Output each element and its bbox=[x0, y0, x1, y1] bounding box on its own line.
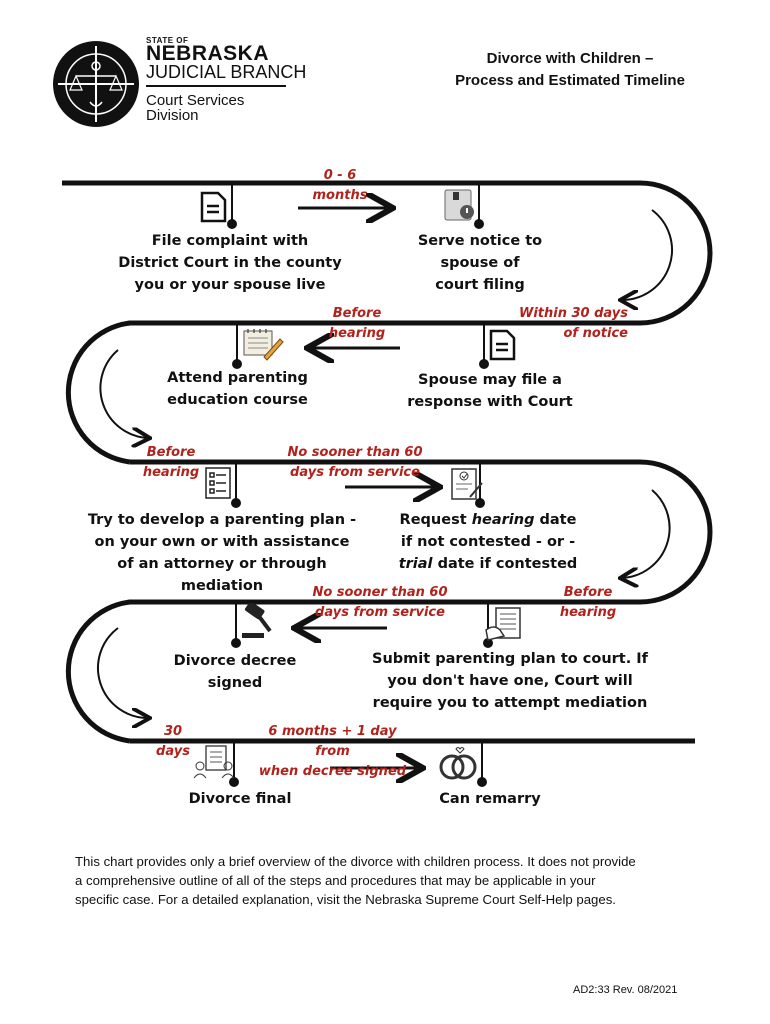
title-line-2: Process and Estimated Timeline bbox=[455, 72, 685, 89]
notepad-pencil-icon bbox=[240, 327, 284, 365]
logo-state-of: STATE OF bbox=[146, 36, 189, 45]
step-file-complaint-line2: District Court in the county bbox=[118, 255, 342, 271]
step-serve-notice-line1: Serve notice to bbox=[417, 233, 543, 249]
timing-5-line2: days from service bbox=[290, 465, 420, 480]
step-parenting-plan: Try to develop a parenting plan - on you… bbox=[84, 509, 360, 597]
step-file-complaint-line1: File complaint with bbox=[151, 233, 309, 249]
timeline-row-2 bbox=[65, 320, 640, 465]
step-decree-signed-line1: Divorce decree bbox=[173, 653, 297, 669]
timing-9-line1: 6 months + 1 day from bbox=[268, 724, 397, 759]
timing-8-line1: 30 bbox=[163, 724, 183, 739]
timing-within-30-days: Within 30 days of notice bbox=[508, 304, 628, 344]
timing-5-line1: No sooner than 60 bbox=[287, 445, 423, 460]
timing-60-days-1: No sooner than 60 days from service bbox=[280, 443, 430, 483]
loop-inner-3 bbox=[622, 489, 671, 578]
step-parenting-plan-line4: mediation bbox=[180, 578, 264, 594]
family-document-icon bbox=[192, 744, 236, 784]
step-decree-signed: Divorce decree signed bbox=[150, 650, 320, 694]
timing-6-line1: Before bbox=[563, 585, 613, 600]
step-parenting-plan-line1: Try to develop a parenting plan - bbox=[87, 512, 357, 528]
signed-form-icon bbox=[450, 465, 484, 505]
timing-4-line2: hearing bbox=[142, 465, 200, 480]
timeline-row-4 bbox=[65, 599, 640, 744]
step-file-complaint-line3: you or your spouse live bbox=[134, 277, 326, 293]
logo-division-line2: Division bbox=[146, 107, 199, 124]
step-attend-course-line1: Attend parenting bbox=[167, 370, 308, 386]
timing-9-line2: when decree signed bbox=[258, 764, 407, 779]
timing-4-line1: Before bbox=[146, 445, 196, 460]
timing-before-hearing-2: Before hearing bbox=[136, 443, 206, 483]
title-line-1: Divorce with Children – bbox=[486, 50, 654, 67]
timing-0-6-months: 0 - 6 months bbox=[290, 166, 390, 206]
step-parenting-plan-line2: on your own or with assistance bbox=[94, 534, 350, 550]
timing-7-line2: days from service bbox=[315, 605, 445, 620]
wedding-rings-icon bbox=[436, 745, 480, 785]
page-title: Divorce with Children – Process and Esti… bbox=[430, 48, 710, 92]
step-spouse-response-line1: Spouse may file a bbox=[418, 372, 562, 388]
timing-before-hearing-3: Before hearing bbox=[553, 583, 623, 623]
step-serve-notice-line3: court filing bbox=[435, 277, 525, 293]
timing-30-days: 30 days bbox=[148, 722, 198, 762]
step-file-complaint: File complaint with District Court in th… bbox=[110, 230, 350, 296]
step-request-hearing: Request hearing date if not contested - … bbox=[388, 509, 588, 575]
step-submit-plan-line3: require you to attempt mediation bbox=[372, 695, 648, 711]
disclaimer-line2: a comprehensive outline of all of the st… bbox=[75, 873, 596, 888]
timing-2-line2: of notice bbox=[563, 326, 629, 341]
step-request-hearing-line2: if not contested - or - bbox=[400, 534, 576, 550]
timing-7-line1: No sooner than 60 bbox=[312, 585, 448, 600]
timing-1-line2: months bbox=[312, 188, 368, 203]
timing-2-line1: Within 30 days bbox=[518, 306, 628, 321]
step-divorce-final: Divorce final bbox=[188, 791, 292, 807]
hand-document-icon bbox=[484, 606, 524, 648]
timing-6-months-1-day: 6 months + 1 day from when decree signed bbox=[250, 722, 415, 782]
document-icon bbox=[198, 191, 228, 227]
step-serve-notice-line2: spouse of bbox=[440, 255, 520, 271]
timing-60-days-2: No sooner than 60 days from service bbox=[305, 583, 455, 623]
timing-3-line1: Before bbox=[332, 306, 382, 321]
step-spouse-response-line2: response with Court bbox=[407, 394, 573, 410]
timing-3-line2: hearing bbox=[328, 326, 386, 341]
step-serve-notice: Serve notice to spouse of court filing bbox=[400, 230, 560, 296]
logo-nebraska: NEBRASKA bbox=[146, 42, 270, 65]
timeline-row-3 bbox=[130, 459, 713, 605]
step-request-hearing-line1: Request hearing date bbox=[399, 512, 577, 528]
step-parenting-plan-line3: of an attorney or through bbox=[117, 556, 327, 572]
timing-6-line2: hearing bbox=[559, 605, 617, 620]
loop-inner-1 bbox=[622, 209, 673, 300]
step-attend-course-line2: education course bbox=[167, 392, 308, 408]
step-decree-signed-line2: signed bbox=[207, 675, 263, 691]
logo-divider bbox=[146, 85, 286, 87]
nebraska-seal-icon bbox=[52, 40, 140, 128]
step-submit-plan-line2: you don't have one, Court will bbox=[387, 673, 633, 689]
gavel-icon bbox=[240, 601, 280, 645]
loop-inner-2 bbox=[99, 349, 148, 438]
disclaimer-text: This chart provides only a brief overvie… bbox=[75, 852, 715, 909]
revision-code: AD2:33 Rev. 08/2021 bbox=[573, 984, 678, 996]
disclaimer-line3: specific case. For a detailed explanatio… bbox=[75, 892, 616, 907]
timing-8-line2: days bbox=[156, 744, 190, 759]
notice-letter-icon bbox=[443, 188, 477, 226]
logo-judicial-branch: JUDICIAL BRANCH bbox=[146, 62, 307, 82]
step-can-remarry: Can remarry bbox=[439, 791, 541, 807]
timing-before-hearing-1: Before hearing bbox=[322, 304, 392, 344]
step-attend-course: Attend parenting education course bbox=[150, 367, 325, 411]
timing-1-line1: 0 - 6 bbox=[323, 168, 357, 183]
loop-inner-4 bbox=[97, 627, 148, 718]
logo-division-line1: Court Services bbox=[146, 92, 245, 109]
step-submit-plan-line1: Submit parenting plan to court. If bbox=[372, 651, 648, 667]
step-spouse-response: Spouse may file a response with Court bbox=[395, 369, 585, 413]
checklist-icon bbox=[203, 466, 233, 504]
document-icon-2 bbox=[487, 329, 517, 365]
timeline-row-1 bbox=[62, 180, 713, 326]
disclaimer-line1: This chart provides only a brief overvie… bbox=[75, 854, 636, 869]
step-request-hearing-line3: trial date if contested bbox=[398, 556, 578, 572]
step-submit-plan: Submit parenting plan to court. If you d… bbox=[370, 648, 650, 714]
